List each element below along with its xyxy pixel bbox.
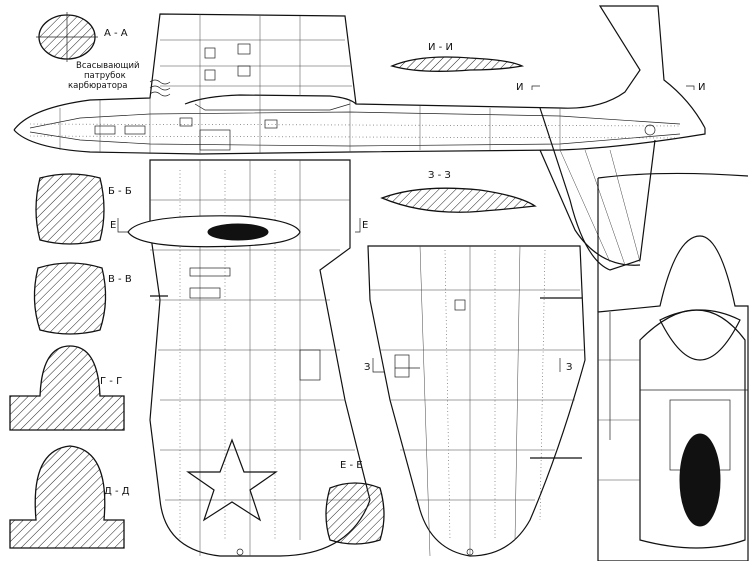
label-mark-i-left: И — [516, 82, 523, 93]
section-aa-shape — [36, 12, 98, 62]
label-section-vv: В - В — [108, 274, 132, 285]
label-section-dd: Д - Д — [104, 486, 130, 497]
label-mark-e-right: Е — [362, 220, 368, 231]
label-section-zz: З - З — [428, 170, 451, 181]
label-mark-z-right: З — [566, 362, 572, 373]
label-section-ee: Е - Е — [340, 460, 363, 471]
label-intake-3: карбюратора — [68, 81, 128, 91]
label-section-gg: Г - Г — [100, 376, 122, 387]
label-mark-e-left: Е — [110, 220, 116, 231]
section-zz-airfoil — [380, 187, 537, 213]
section-bb-shape — [35, 173, 105, 245]
label-intake-2: патрубок — [84, 71, 126, 81]
section-vv-shape — [33, 262, 107, 335]
section-cut-marks — [117, 85, 695, 373]
section-dd-shape — [9, 445, 125, 549]
label-section-ii: И - И — [428, 42, 453, 53]
label-intake-1: Всасывающий — [76, 61, 140, 71]
horizontal-tail-plan — [539, 107, 656, 271]
right-wing-plan — [367, 245, 586, 557]
label-section-bb: Б - Б — [108, 186, 132, 197]
side-view-fuselage — [13, 5, 706, 155]
upper-wing-panel — [160, 14, 352, 98]
nacelle-bottom-view — [597, 172, 749, 561]
label-mark-z-left: З — [364, 362, 370, 373]
label-mark-i-right: И — [698, 82, 705, 93]
section-ii-airfoil — [390, 56, 525, 72]
star-insignia-icon — [186, 438, 278, 522]
section-ee-shape — [325, 482, 385, 545]
label-section-aa: А - А — [104, 28, 128, 39]
section-gg-shape — [9, 345, 125, 431]
